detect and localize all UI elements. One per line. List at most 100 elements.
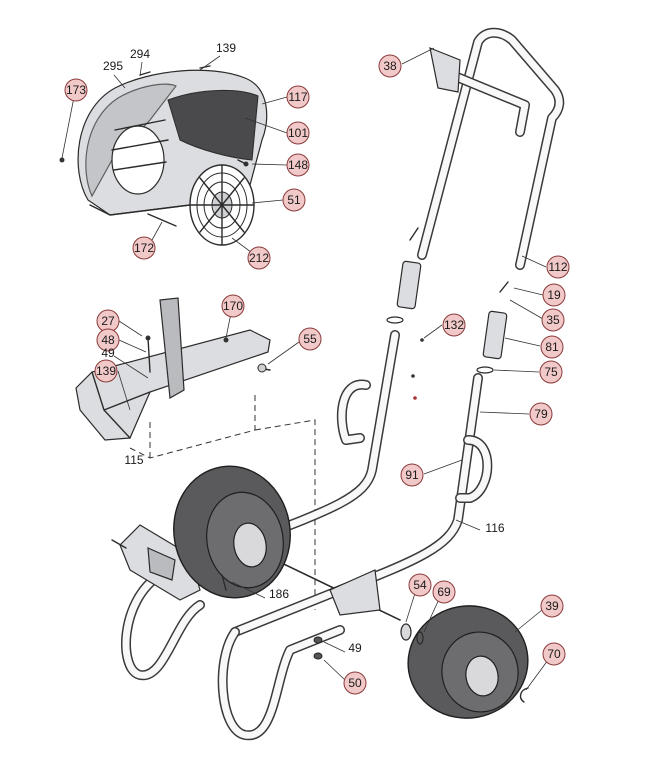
callout-number: 50	[348, 676, 362, 690]
callout-number: 172	[134, 241, 154, 255]
callout-117: 117	[286, 85, 310, 109]
callout-172: 172	[132, 236, 156, 260]
callout-circle	[286, 153, 310, 177]
mount-bracket	[75, 297, 271, 441]
callout-69: 69	[432, 580, 456, 604]
callout-101: 101	[286, 121, 310, 145]
callout-circle	[542, 283, 566, 307]
nut-49	[313, 636, 323, 644]
part-label-294: 294	[130, 47, 150, 61]
callout-circle	[442, 313, 466, 337]
part-label-295: 295	[103, 59, 123, 73]
callout-number: 132	[444, 318, 464, 332]
callout-number: 70	[547, 647, 561, 661]
part-label-139: 139	[216, 41, 236, 55]
callout-19: 19	[542, 283, 566, 307]
callout-circle	[247, 246, 271, 270]
callout-number: 39	[545, 599, 559, 613]
dash-lines	[129, 392, 316, 610]
callout-75: 75	[539, 360, 563, 384]
callout-circle	[542, 642, 566, 666]
callout-circle	[400, 463, 424, 487]
callout-50: 50	[343, 671, 367, 695]
callout-number: 69	[437, 585, 451, 599]
callout-132: 132	[442, 313, 466, 337]
nut-50	[313, 652, 323, 660]
callout-number: 139	[96, 364, 116, 378]
callout-number: 55	[303, 332, 317, 346]
clip-70	[519, 687, 529, 703]
callout-27: 27	[96, 309, 120, 333]
callout-number: 81	[545, 340, 559, 354]
callout-circle	[546, 255, 570, 279]
callout-number: 38	[383, 59, 397, 73]
callout-81: 81	[540, 335, 564, 359]
callout-number: 75	[544, 365, 558, 379]
callout-circle	[132, 236, 156, 260]
callout-circle	[432, 580, 456, 604]
part-label-186: 186	[269, 587, 289, 601]
part-label-116: 116	[485, 521, 504, 535]
plain-labels: 294 295 139 49 115 116 186 49	[101, 41, 505, 655]
callout-circle	[94, 359, 118, 383]
callout-139: 139	[94, 359, 118, 383]
callout-circle	[539, 360, 563, 384]
callout-circle	[378, 54, 402, 78]
callout-212: 212	[247, 246, 271, 270]
callout-number: 54	[413, 578, 427, 592]
callout-number: 101	[288, 126, 308, 140]
callout-39: 39	[540, 594, 564, 618]
callout-circle	[96, 328, 120, 352]
callout-circle	[298, 327, 322, 351]
handle	[417, 27, 565, 270]
callout-70: 70	[542, 642, 566, 666]
callout-number: 91	[405, 468, 419, 482]
callout-circle	[286, 85, 310, 109]
callout-circle	[282, 188, 306, 212]
callout-number: 148	[288, 158, 308, 172]
callout-number: 170	[223, 299, 243, 313]
callout-circle	[408, 573, 432, 597]
callout-number: 48	[101, 333, 115, 347]
screw-148	[237, 159, 249, 167]
part-label-115: 115	[124, 453, 143, 467]
callout-173: 173	[64, 78, 88, 102]
callout-112: 112	[546, 255, 570, 279]
wheel-front-39	[407, 605, 529, 719]
callout-number: 27	[101, 314, 115, 328]
callout-38: 38	[378, 54, 402, 78]
pin-172	[147, 213, 177, 227]
callout-number: 19	[547, 288, 561, 302]
washer-54	[400, 623, 412, 641]
callout-circle	[529, 402, 553, 426]
fan-guard	[189, 164, 255, 246]
callout-number: 117	[288, 90, 307, 104]
callout-number: 35	[546, 313, 560, 327]
callout-91: 91	[400, 463, 424, 487]
callout-number: 173	[66, 83, 86, 97]
fan-shroud	[77, 65, 268, 216]
callout-number: 79	[534, 407, 548, 421]
callout-circle	[540, 335, 564, 359]
callout-circle	[541, 308, 565, 332]
callout-circle	[64, 78, 88, 102]
callout-54: 54	[408, 573, 432, 597]
part-label-49: 49	[101, 346, 115, 360]
callout-circle	[540, 594, 564, 618]
callout-148: 148	[286, 153, 310, 177]
callout-35: 35	[541, 308, 565, 332]
callout-circle	[286, 121, 310, 145]
wheel-rear	[173, 465, 291, 599]
callout-number: 212	[249, 251, 269, 265]
callout-bubbles: 173 117 101 148 51 172 212 38 112 19 35 81 75 79 132 27…	[64, 54, 570, 695]
callout-170: 170	[221, 294, 245, 318]
part-label-49: 49	[348, 641, 362, 655]
callout-51: 51	[282, 188, 306, 212]
callout-number: 51	[287, 193, 301, 207]
callout-48: 48	[96, 328, 120, 352]
callout-circle	[221, 294, 245, 318]
callout-number: 112	[548, 260, 567, 274]
callout-circle	[343, 671, 367, 695]
